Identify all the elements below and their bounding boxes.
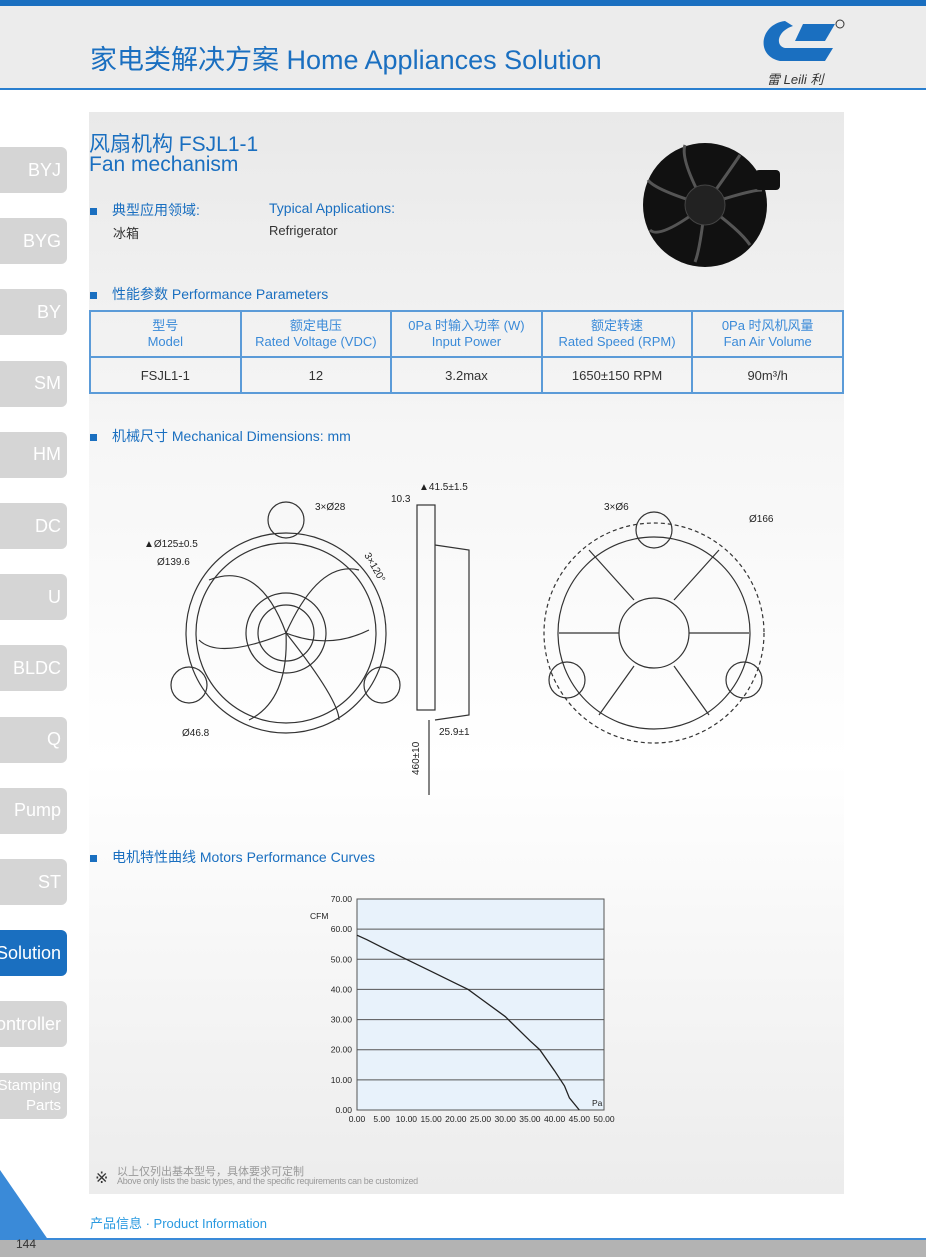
sidebar-item-st[interactable]: ST [0, 859, 67, 905]
plot-area [356, 898, 605, 1111]
dim-label: ▲Ø125±0.5 [144, 539, 198, 550]
performance-heading-text: 性能参数 Performance Parameters [112, 286, 329, 302]
x-tick-label: 10.00 [396, 1114, 418, 1124]
dim-label: Ø166 [749, 514, 774, 525]
sidebar-item-u[interactable]: U [0, 574, 67, 621]
sidebar-item-pump[interactable]: Pump [0, 787, 67, 834]
dim-label: 3×Ø6 [604, 502, 629, 513]
sidebar-item-hm[interactable]: HM [0, 431, 67, 478]
product-title-en: Fan mechanism [89, 153, 239, 176]
y-axis-label: CFM [310, 911, 328, 921]
sidebar-item-by[interactable]: BY [0, 289, 67, 336]
applications-heading: 典型应用领域: [90, 200, 200, 220]
y-tick-label: 10.00 [331, 1075, 353, 1085]
x-tick-label: 25.00 [470, 1114, 492, 1124]
cell-voltage: 12 [239, 356, 393, 394]
bullet-square-icon [90, 291, 97, 299]
sidebar-item-bldc[interactable]: BLDC [0, 645, 67, 692]
leili-logo: 雷 Leili 利 [763, 19, 845, 87]
x-tick-label: 35.00 [519, 1114, 541, 1124]
dim-label: 3×Ø28 [315, 502, 346, 513]
sidebar-item-byj[interactable]: BYJ [0, 147, 67, 193]
performance-heading: 性能参数 Performance Parameters [90, 284, 328, 304]
applications-label-en: Typical Applications: [269, 200, 396, 216]
top-accent-bar [0, 0, 926, 6]
header-power: 0Pa 时输入功率 (W)Input Power [390, 310, 543, 358]
x-tick-label: 45.00 [569, 1114, 591, 1124]
x-tick-label: 30.00 [495, 1114, 517, 1124]
x-tick-label: 15.00 [420, 1114, 442, 1124]
x-axis-label: Pa [592, 1098, 603, 1108]
dim-label: 25.9±1 [439, 727, 470, 738]
applications-value-cn: 冰箱 [113, 226, 140, 241]
y-tick-label: 70.00 [331, 894, 353, 904]
note-en: Above only lists the basic types, and th… [117, 1176, 418, 1186]
sidebar-item-solution[interactable]: Solution [0, 930, 67, 977]
sidebar-item-byg[interactable]: BYG [0, 218, 67, 265]
x-tick-label: 50.00 [593, 1114, 615, 1124]
cell-speed: 1650±150 RPM [540, 356, 694, 394]
dim-label: Ø139.6 [157, 557, 190, 568]
curves-heading: 电机特性曲线 Motors Performance Curves [90, 847, 375, 867]
sidebar-item-dc[interactable]: DC [0, 503, 67, 549]
cell-air-volume: 90m³/h [691, 356, 844, 394]
dim-label: 3×120° [361, 551, 387, 584]
sidebar-item-q[interactable]: Q [0, 716, 67, 763]
cell-model: FSJL1-1 [89, 356, 242, 394]
y-tick-label: 40.00 [331, 984, 353, 994]
dim-label: ▲41.5±1.5 [419, 482, 468, 493]
sidebar-item-stamping-parts[interactable]: Stamping Parts [0, 1072, 67, 1119]
footer-text: 产品信息 · Product Information [90, 1216, 267, 1231]
dim-label: 460±10 [411, 741, 422, 775]
x-tick-label: 40.00 [544, 1114, 566, 1124]
x-tick-label: 5.00 [373, 1114, 390, 1124]
page-title: 家电类解决方案 Home Appliances Solution [90, 45, 602, 75]
y-tick-label: 60.00 [331, 924, 353, 934]
product-title-cn: 风扇机构 FSJL1-1 [89, 133, 259, 156]
curves-heading-text: 电机特性曲线 Motors Performance Curves [112, 849, 375, 865]
x-tick-label: 0.00 [349, 1114, 366, 1124]
note-symbol-icon: ※ [95, 1170, 109, 1187]
dimensions-heading: 机械尺寸 Mechanical Dimensions: mm [90, 426, 351, 446]
applications-label-cn: 典型应用领域: [112, 202, 200, 218]
dimensions-heading-text: 机械尺寸 Mechanical Dimensions: mm [112, 428, 351, 444]
sidebar-item-sm[interactable]: SM [0, 360, 67, 407]
bullet-square-icon [90, 207, 97, 215]
mechanical-drawing: 3×Ø28 ▲Ø125±0.5 Ø139.6 3×120° Ø46.8 10.3… [144, 482, 774, 795]
series-line [356, 934, 580, 1111]
x-tick-label: 20.00 [445, 1114, 467, 1124]
cell-power: 3.2max [390, 356, 543, 394]
bullet-square-icon [90, 433, 97, 441]
dim-label: 10.3 [391, 494, 411, 505]
applications-value-en: Refrigerator [269, 223, 338, 238]
sidebar-item-controller[interactable]: Controller [0, 1001, 67, 1048]
svg-text:雷 Leili 利: 雷 Leili 利 [767, 72, 825, 87]
fan-product-photo [643, 143, 780, 267]
y-tick-label: 20.00 [331, 1045, 353, 1055]
bullet-square-icon [90, 854, 97, 862]
y-tick-label: 0.00 [335, 1105, 352, 1115]
table-row: FSJL1-1 12 3.2max 1650±150 RPM 90m³/h [89, 356, 844, 394]
performance-curve-chart: 0.00 10.00 20.00 30.00 40.00 50.00 60.00 70.00 0… [310, 894, 615, 1124]
page-header: 家电类解决方案 Home Appliances Solution 雷 Leili… [0, 6, 926, 90]
y-tick-label: 50.00 [331, 954, 353, 964]
note-cn: 以上仅列出基本型号，具体要求可定制 [117, 1166, 304, 1178]
footer-bar [0, 1238, 926, 1257]
page-number: 144 [16, 1237, 37, 1251]
y-tick-label: 30.00 [331, 1015, 353, 1025]
dim-label: Ø46.8 [182, 728, 210, 739]
